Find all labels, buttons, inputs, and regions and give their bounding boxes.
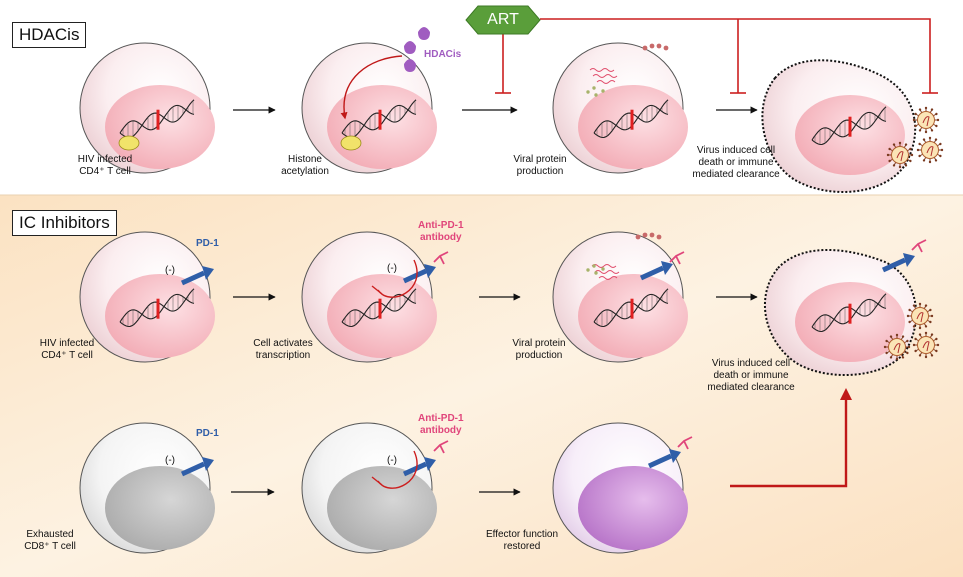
anti-pd1-tag-row2: Anti-PD-1 antibody (418, 413, 464, 436)
viral-protein-marks-top (586, 43, 669, 97)
virion-6 (912, 331, 940, 359)
antibody-block-arcs (371, 259, 418, 489)
label-top-viral-protein: Viral protein production (513, 154, 567, 177)
antibody-3 (911, 239, 927, 253)
art-inhibition-lines (495, 18, 938, 94)
dna-helix-7 (593, 288, 669, 328)
anti-pd1-tag-row1: Anti-PD-1 antibody (418, 220, 464, 243)
histone-blob-1 (118, 135, 140, 151)
label-top-virus-death: Virus induced cell death or immune media… (692, 145, 780, 180)
pd1-receptor-4 (881, 253, 915, 273)
dna-helix-4 (811, 106, 887, 146)
art-label: ART (487, 11, 519, 28)
pd1-receptor-group (180, 239, 927, 477)
dna-helix-5 (119, 288, 195, 328)
minus-sign-2: (-) (387, 263, 397, 274)
pd1-receptor-7 (647, 449, 681, 469)
hdacis-panel-title: HDACis (12, 22, 87, 48)
hdacis-action-arrow (340, 55, 403, 120)
cell-exhausted-cd8 (79, 422, 215, 554)
dna-helix-6 (341, 288, 417, 328)
antibody-5 (677, 436, 693, 450)
pd1-receptor-6 (402, 457, 436, 477)
label-exhausted-cd8: Exhausted CD8⁺ T cell (24, 529, 76, 552)
virion-1 (912, 106, 940, 134)
virion-4 (906, 302, 934, 330)
label-mid-virus-death: Virus induced cell death or immune media… (707, 358, 795, 393)
virion-group (883, 106, 944, 361)
hdacis-droplets (404, 27, 430, 72)
label-top-hiv-infected: HIV infected CD4⁺ T cell (77, 154, 133, 177)
antibody-1 (433, 251, 449, 265)
pd1-receptor-1 (180, 266, 214, 286)
dna-helix-3 (593, 99, 669, 139)
pd1-tag-row1: PD-1 (196, 238, 219, 249)
antibody-2 (669, 251, 685, 265)
pd1-tag-row2: PD-1 (196, 428, 219, 439)
pd1-receptor-3 (639, 261, 673, 281)
pd1-receptor-5 (180, 457, 214, 477)
flow-arrows (231, 106, 758, 496)
label-mid-hiv-infected: HIV infected CD4⁺ T cell (39, 338, 95, 361)
virion-3 (916, 136, 944, 164)
antibody-4 (433, 440, 449, 454)
cell-cd8-effector (552, 422, 688, 554)
art-hexagon (465, 5, 541, 35)
dna-helix-8 (811, 293, 887, 333)
dna-helix-group (119, 99, 887, 333)
ic-inhibitors-panel-title: IC Inhibitors (12, 210, 117, 236)
pd1-receptor-2 (402, 264, 436, 284)
minus-sign-3: (-) (165, 455, 175, 466)
cell-hiv-infected-mid (79, 231, 215, 363)
label-effector-restored: Effector function restored (485, 529, 559, 552)
histone-blob-2 (340, 135, 362, 151)
cell-activates-transcription (301, 231, 437, 363)
virion-5 (883, 333, 911, 361)
virion-2 (886, 141, 914, 169)
minus-sign-1: (-) (165, 265, 175, 276)
cell-dying-mid (763, 249, 918, 377)
label-histone-acetylation: Histone acetylation (281, 154, 329, 177)
hdacis-tag: HDACis (424, 49, 462, 60)
label-mid-viral-protein: Viral protein production (512, 338, 566, 361)
minus-sign-4: (-) (387, 455, 397, 466)
cell-cd8-blocked (301, 422, 437, 554)
label-cell-activates: Cell activates transcription (253, 338, 313, 361)
effector-kill-arrow (730, 388, 852, 488)
viral-protein-marks-mid (586, 232, 662, 280)
